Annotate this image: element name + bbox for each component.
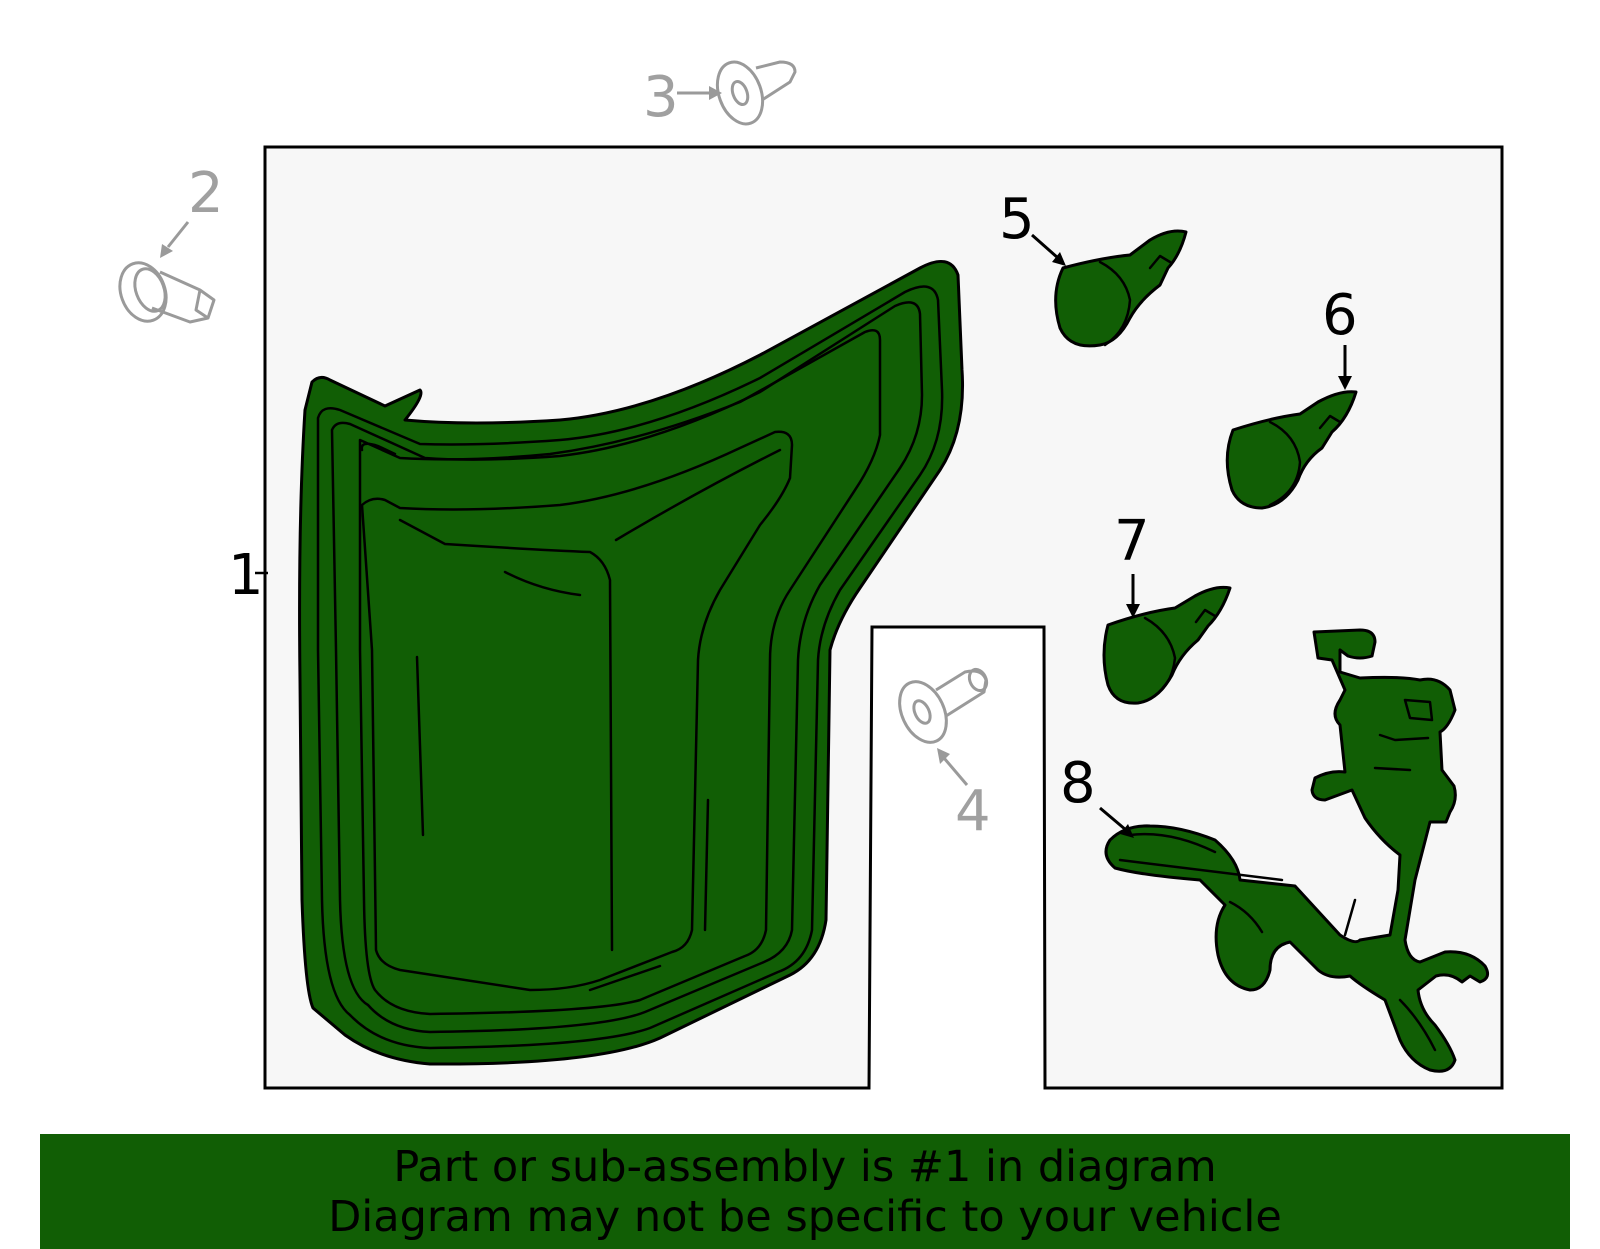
tail-lamp-assembly[interactable] xyxy=(298,259,964,1066)
callout-6: 6 xyxy=(1322,283,1358,348)
footer-banner: Part or sub-assembly is #1 in diagram Di… xyxy=(40,1134,1570,1249)
bulb-socket-7[interactable] xyxy=(1102,585,1232,705)
callout-3: 3 xyxy=(643,65,679,130)
wiring-harness-8[interactable] xyxy=(1104,628,1490,1073)
clip-3 xyxy=(715,60,797,126)
leader-lines xyxy=(160,86,1352,838)
clip-4 xyxy=(898,667,989,744)
callout-5: 5 xyxy=(999,187,1035,252)
bulb-socket-6[interactable] xyxy=(1225,390,1358,510)
callout-8: 8 xyxy=(1060,751,1096,816)
callout-4: 4 xyxy=(955,779,991,844)
callout-1: 1 xyxy=(228,543,264,608)
footer-line-2: Diagram may not be specific to your vehi… xyxy=(328,1191,1282,1242)
callout-2: 2 xyxy=(188,161,224,226)
screw-2 xyxy=(118,261,216,324)
footer-line-1: Part or sub-assembly is #1 in diagram xyxy=(393,1141,1217,1192)
callout-7: 7 xyxy=(1114,509,1150,574)
bulb-socket-5[interactable] xyxy=(1054,229,1188,348)
